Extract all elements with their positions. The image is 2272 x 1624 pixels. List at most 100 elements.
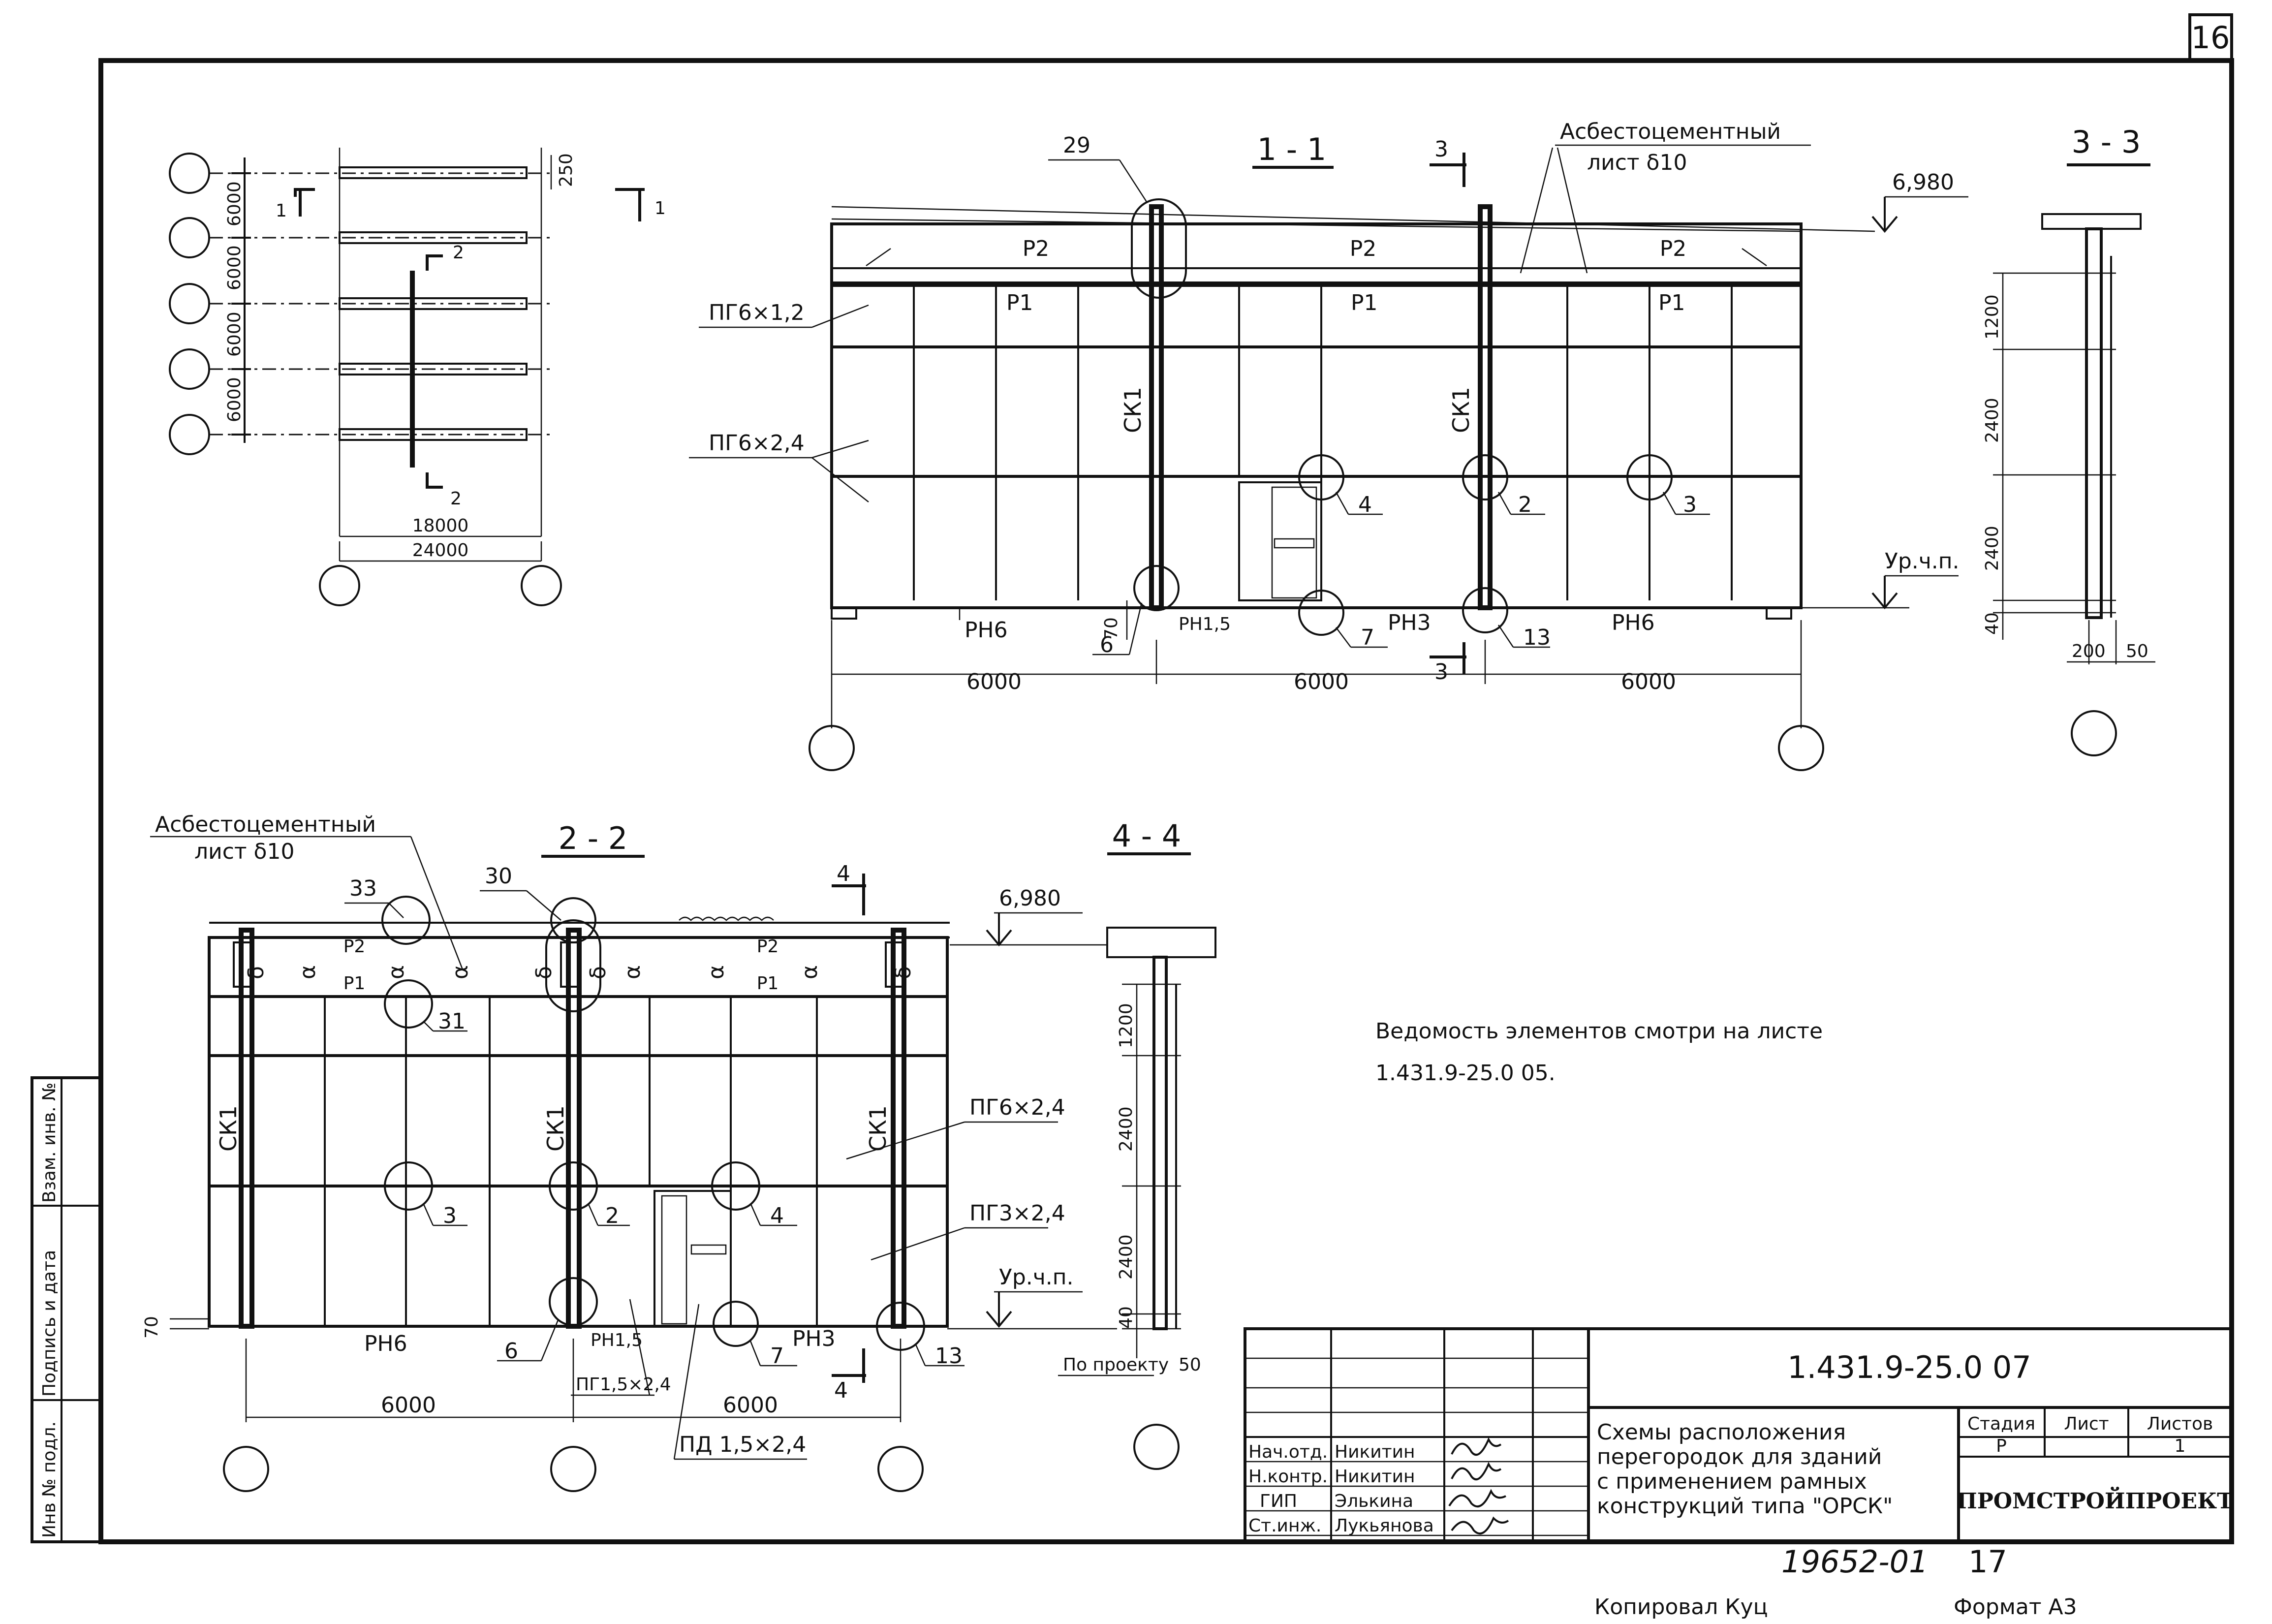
dim-70-b: 70 [142,1316,162,1339]
panel-label-pg15x24: ПГ1,5×2,4 [576,1374,671,1395]
section-1-1-title: 1 - 1 [1257,131,1327,167]
node-2-b: 2 [605,1203,619,1228]
plan-view: 6000 6000 6000 6000 2 2 1 1 250 18000 24… [169,148,666,606]
bay-dim-2-2b: 6000 [723,1393,778,1418]
plan-bay-dim-3: 6000 [224,312,245,357]
level-floor-2: Ур.ч.п. [999,1265,1073,1290]
node-13-a: 13 [1523,625,1551,650]
role-norm-control: Н.контр. [1248,1467,1328,1487]
letter-b-2: δ [531,966,557,979]
column-label-ck1-c: СК1 [215,1105,242,1152]
rail-rn3: РН3 [1388,610,1431,635]
plan-top-dim: 250 [556,153,576,187]
dim-3-3-1200: 1200 [1982,294,2002,340]
dim-70-a: 70 [1101,617,1121,640]
cut-mark-3-top: 3 [1434,137,1448,162]
rail-rn15: РН1,5 [1179,614,1231,634]
panel-label-pg6x24-b: ПГ6×2,4 [969,1095,1065,1120]
organization-name: ПРОМСТРОЙПРОЕКТ [1957,1486,2233,1514]
paper-format: Формат А3 [1954,1594,2077,1620]
bay-dim-1-1c: 6000 [1621,669,1676,694]
rail-rn6-c: РН6 [364,1331,407,1356]
letter-a-6: α [797,965,822,979]
cut-mark-4-bottom: 4 [834,1378,848,1403]
rail-p1-d: Р1 [343,973,366,994]
title-line-4: конструкций типа "ОРСК" [1597,1494,1893,1519]
node-13-b: 13 [935,1343,963,1369]
dim-4-4-2400a: 2400 [1116,1106,1136,1152]
letter-a-2: α [384,965,409,979]
dim-3-3-2400a: 2400 [1982,398,2002,443]
node-3-b: 3 [443,1203,457,1228]
page-number: 17 [1968,1544,2007,1580]
stamp-inv-label: Инв № подл. [39,1421,60,1538]
side-stamp: Инв № подл. Подпись и дата Взам. инв. № [31,1076,102,1543]
dim-3-3-2400b: 2400 [1982,526,2002,571]
plan-span-total: 24000 [412,540,469,561]
signatures [1448,1437,1509,1535]
asbestos-label-1: Асбестоцементный [1560,119,1781,144]
section-3-3-title: 3 - 3 [2072,124,2141,160]
rail-rn15-b: РН1,5 [591,1330,643,1350]
stamp-replace-label: Взам. инв. № [39,1083,60,1203]
panel-label-pg6x24: ПГ6×2,4 [709,431,805,456]
name-head-dept: Никитин [1335,1442,1415,1462]
letter-a-3: α [448,965,473,979]
dim-4-4-40: 40 [1116,1306,1136,1329]
elements-note-line2: 1.431.9-25.0 05. [1375,1061,1556,1086]
column-label-ck1-e: СК1 [865,1105,891,1152]
bay-dim-2-2a: 6000 [381,1393,436,1418]
beam-p2-c: Р2 [1660,236,1687,261]
dim-3-3-50: 50 [2126,641,2148,661]
section-2-2-title: 2 - 2 [559,820,628,856]
node-7-b: 7 [770,1343,784,1369]
door-label-pd: ПД 1,5×2,4 [679,1432,806,1457]
section-3-3: 3 - 3 1200 2400 2400 40 200 50 [1982,124,2155,756]
plan-bay-dim-4: 6000 [224,377,245,422]
plan-cut-mark-1b: 1 [654,198,666,219]
node-6-a: 6 [1100,632,1114,657]
role-gip: ГИП [1260,1491,1297,1511]
name-norm-control: Никитин [1335,1467,1415,1487]
name-senior-engineer: Лукьянова [1335,1516,1434,1536]
section-1-1: 1 - 1 3 3 Асбестоцементный лист δ10 6,98… [689,119,1968,771]
beam-p2-a: Р2 [1023,236,1050,261]
cut-mark-4-top: 4 [837,861,850,886]
asbestos-sheet-label-1: лист δ10 [1587,150,1687,175]
level-top-1: 6,980 [1892,170,1954,195]
sheets-value: 1 [2175,1436,2186,1456]
stage-value: Р [1996,1436,2007,1456]
node-31: 31 [438,1009,466,1034]
rail-rn3-b: РН3 [792,1326,836,1351]
level-floor-1: Ур.ч.п. [1885,549,1959,574]
name-gip: Элькина [1335,1491,1413,1511]
dim-4-4-50: 50 [1179,1355,1201,1375]
section-4-4-title: 4 - 4 [1112,818,1182,854]
node-6-b: 6 [504,1339,518,1364]
letter-b-1: δ [244,966,269,979]
by-project-note: По проекту [1063,1355,1169,1375]
node-4-b: 4 [770,1203,784,1228]
rail-p1-e: Р1 [757,973,779,994]
role-senior-engineer: Ст.инж. [1248,1516,1321,1536]
title-block: 1.431.9-25.0 07 Схемы расположения перег… [1244,1327,2233,1543]
node-7-a: 7 [1361,625,1374,650]
plan-cut-mark-1a: 1 [276,201,287,221]
plan-cut-mark-2b: 2 [450,489,462,509]
beam-p2-d: Р2 [343,937,366,957]
node-33: 33 [349,876,377,901]
letter-a-1: α [295,965,320,979]
role-head-dept: Нач.отд. [1248,1442,1328,1462]
plan-cut-mark-2a: 2 [453,243,464,263]
dim-3-3-40: 40 [1982,612,2002,635]
rail-rn6-b: РН6 [1612,610,1655,635]
sheet-frame: 16 [98,13,2234,1544]
node-2-a: 2 [1518,492,1532,517]
title-line-2: перегородок для зданий [1597,1444,1882,1469]
sheets-header: Листов [2147,1414,2213,1434]
bay-dim-1-1a: 6000 [966,669,1022,694]
document-code: 1.431.9-25.0 07 [1787,1349,2031,1385]
elements-note-line1: Ведомость элементов смотри на листе [1375,1019,1823,1044]
dim-4-4-1200: 1200 [1116,1003,1136,1048]
